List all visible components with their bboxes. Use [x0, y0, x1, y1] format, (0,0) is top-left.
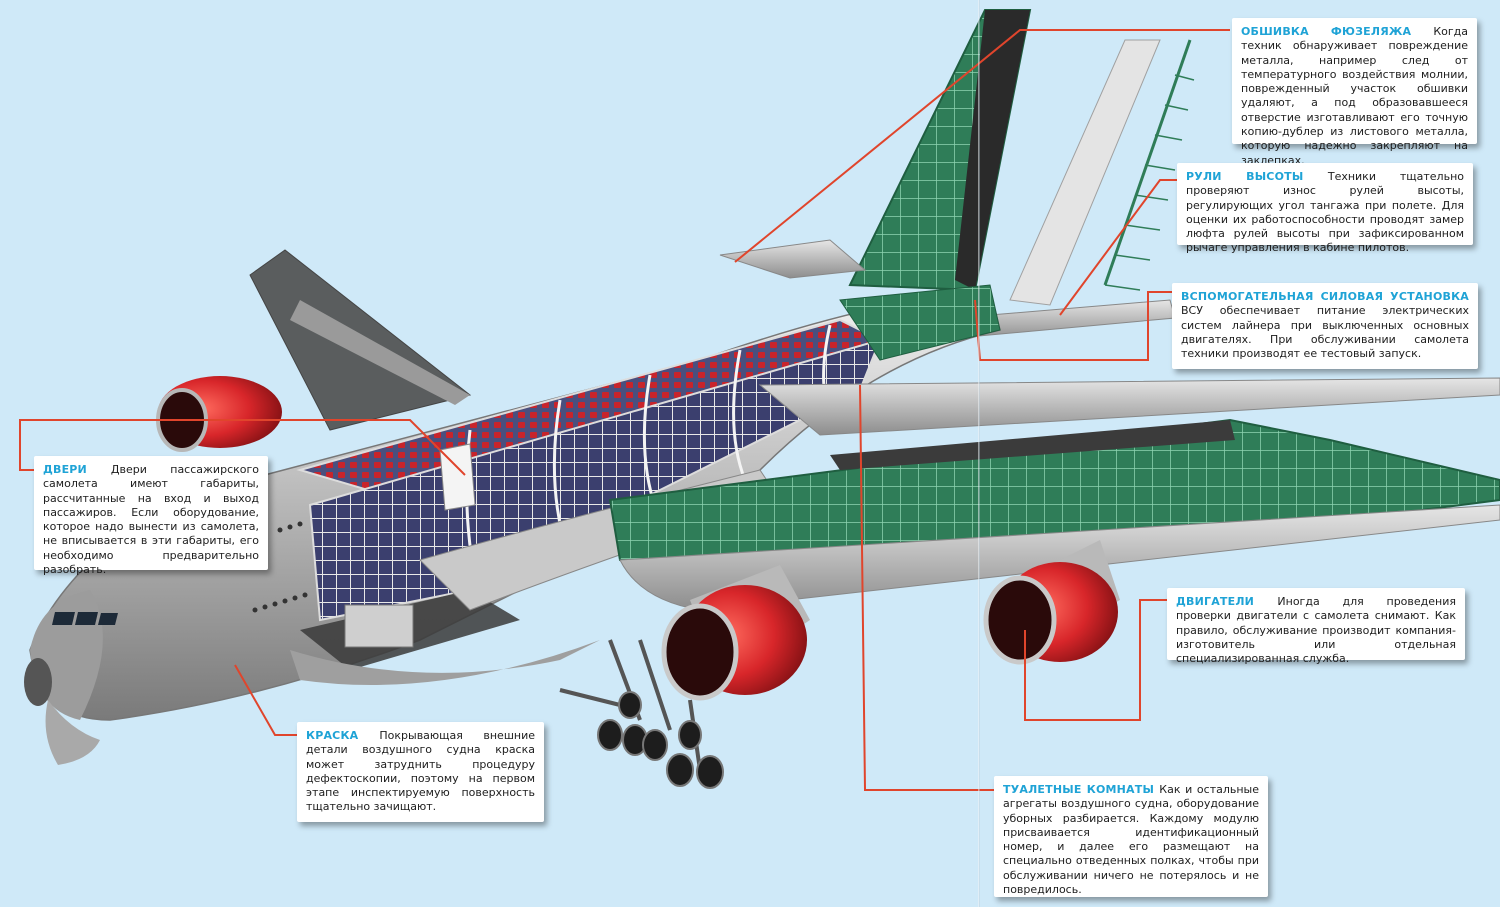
callout-text: Как и остальные агрегаты воздушного судн… — [1003, 783, 1260, 897]
callout-doors: ДВЕРИ Двери пассажирского самолета имеют… — [34, 456, 268, 576]
callout-text: Иногда для проведения проверки двигатели… — [1176, 595, 1456, 666]
left-wing-flaps — [290, 300, 470, 405]
cargo-container — [344, 604, 414, 648]
callout-text: Техники тщательно проверяют износ рулей … — [1186, 170, 1464, 255]
right-wing-upper-skin — [758, 377, 1500, 436]
callout-fuselage-skin: ОБШИВКА ФЮЗЕЛЯЖА Когда техник обнаружива… — [1232, 18, 1477, 167]
rear-fuselage-structure — [839, 284, 1001, 361]
horizontal-stabilizer — [719, 239, 867, 279]
leader-lines — [19, 29, 1230, 791]
callout-title: ДВИГАТЕЛИ — [1176, 595, 1278, 608]
callout-title: ДВЕРИ — [43, 463, 111, 476]
callout-title: КРАСКА — [306, 729, 380, 742]
callout-elevators: РУЛИ ВЫСОТЫ Техники тщательно проверяют … — [1177, 163, 1473, 254]
callout-title: ОБШИВКА ФЮЗЕЛЯЖА — [1241, 25, 1434, 38]
right-wing-lower-skin — [619, 504, 1500, 611]
callout-text: ВСУ обеспечивает питание электрических с… — [1181, 304, 1469, 361]
passenger-door — [439, 443, 476, 511]
callout-title: ТУАЛЕТНЫЕ КОМНАТЫ — [1003, 783, 1160, 796]
callout-text: Двери пассажирского самолета имеют габар… — [43, 463, 259, 577]
callout-title: РУЛИ ВЫСОТЫ — [1186, 170, 1328, 183]
callout-text: Когда техник обнаруживает повреждение ме… — [1241, 25, 1468, 167]
page-fold — [978, 0, 980, 907]
callout-toilets: ТУАЛЕТНЫЕ КОМНАТЫ Как и остальные агрега… — [994, 776, 1268, 897]
callout-apu: ВСПОМОГАТЕЛЬНАЯ СИЛОВАЯ УСТАНОВКА ВСУ об… — [1172, 283, 1478, 369]
callout-paint: КРАСКА Покрывающая внешние детали воздуш… — [297, 722, 544, 822]
callout-text: Покрывающая внешние детали воздушного су… — [306, 729, 535, 814]
callout-engines: ДВИГАТЕЛИ Иногда для проведения проверки… — [1167, 588, 1465, 665]
callout-title: ВСПОМОГАТЕЛЬНАЯ СИЛОВАЯ УСТАНОВКА — [1181, 290, 1469, 303]
rudder-frame — [1103, 39, 1192, 286]
rudder-skin — [1009, 39, 1161, 306]
